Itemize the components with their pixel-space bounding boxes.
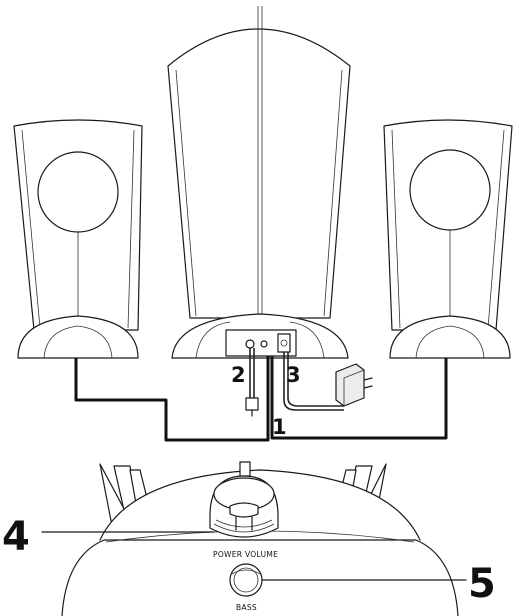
input-plug [245, 397, 259, 411]
power-volume-knob[interactable] [209, 475, 279, 538]
power-volume-label: POWER VOLUME [213, 550, 278, 559]
callout-3: 3 [286, 363, 301, 387]
callout-1: 1 [272, 415, 287, 439]
satellite-speaker-wires [74, 356, 448, 442]
right-satellite-speaker [383, 119, 513, 359]
callout-2: 2 [231, 363, 246, 387]
left-driver-circle [37, 151, 119, 233]
power-adapter-brick [335, 363, 365, 407]
callout-4: 4 [2, 514, 30, 560]
control-knob-closeup: POWER VOLUME BASS [61, 461, 459, 616]
left-satellite-speaker [13, 119, 143, 359]
bass-label: BASS [236, 603, 257, 612]
speaker-out-jack [260, 340, 268, 348]
right-driver-circle [409, 149, 491, 231]
power-jack [277, 333, 291, 353]
left-speaker-base [17, 315, 139, 359]
power-adapter [283, 352, 373, 411]
center-subwoofer [167, 6, 351, 359]
right-speaker-base [389, 315, 511, 359]
bass-knob[interactable] [229, 563, 263, 597]
callout-5: 5 [468, 561, 496, 607]
audio-input-cable [245, 348, 259, 417]
